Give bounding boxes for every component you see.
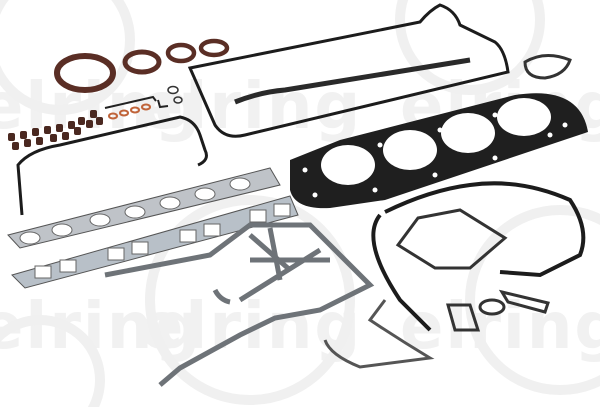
oil-pan-seal-strip (371, 181, 586, 332)
valve-stem-seals (8, 110, 103, 150)
copper-washers (108, 103, 151, 120)
timing-cover-gasket (104, 222, 375, 387)
lower-timing-gasket (323, 299, 435, 369)
camshaft-seal-1 (165, 42, 197, 64)
water-pump-gasket (395, 208, 508, 270)
valve-cover-gasket (187, 3, 510, 138)
small-flange-gaskets (446, 289, 550, 332)
thermostat-gasket (523, 54, 572, 80)
crankshaft-seal-medium (122, 49, 162, 75)
exhaust-manifold-gasket (7, 167, 281, 249)
crankshaft-seal-large (54, 53, 116, 93)
cylinder-head-gasket (290, 93, 588, 209)
intake-manifold-gasket (11, 195, 299, 289)
camshaft-seal-2 (198, 38, 230, 58)
side-seal-strip (16, 115, 208, 216)
